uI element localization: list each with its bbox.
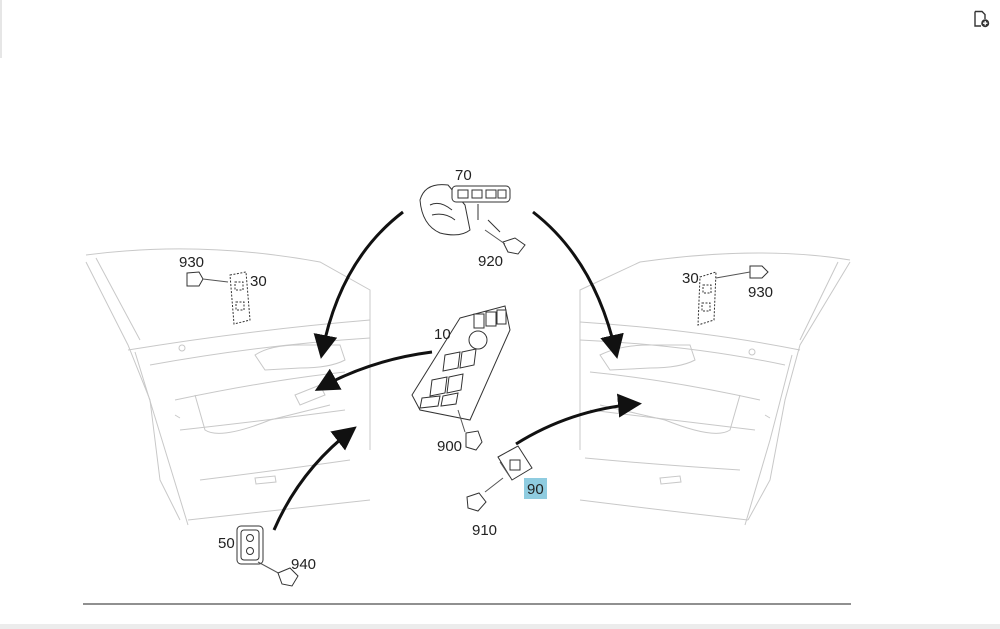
callout-30-left[interactable]: 30 [250, 273, 267, 290]
connector-930-right [715, 265, 769, 279]
arrow-10-to-left-door [314, 350, 433, 391]
part-50-rear-switch[interactable] [236, 525, 283, 576]
callout-930-right[interactable]: 930 [748, 284, 773, 301]
connector-900 [465, 430, 483, 451]
callout-10[interactable]: 10 [434, 326, 451, 343]
callout-50[interactable]: 50 [218, 535, 235, 552]
callout-900[interactable]: 900 [437, 438, 462, 455]
arrow-90-to-right-door [515, 393, 642, 446]
part-70-seat-switch[interactable] [419, 184, 511, 236]
connector-910 [466, 492, 487, 512]
callout-930-left[interactable]: 930 [179, 254, 204, 271]
document-add-icon [974, 10, 990, 28]
connector-920 [484, 229, 526, 255]
callout-90[interactable]: 90 [527, 481, 544, 498]
part-30-right-switch[interactable] [697, 271, 717, 326]
part-90-single-switch[interactable] [484, 445, 533, 493]
installation-arrows [272, 210, 642, 531]
connector-930-left [186, 271, 229, 287]
left-panel-edge [0, 0, 2, 58]
callout-30-right[interactable]: 30 [682, 270, 699, 287]
part-30-left-switch[interactable] [229, 271, 251, 325]
callout-940[interactable]: 940 [291, 556, 316, 573]
callout-910[interactable]: 910 [472, 522, 497, 539]
callout-70[interactable]: 70 [455, 167, 472, 184]
callout-90-highlight [524, 478, 547, 499]
arrow-50-to-left-door [272, 426, 357, 531]
part-10-window-switch-block[interactable] [411, 305, 511, 433]
add-to-list-button[interactable] [968, 6, 994, 32]
connector-940 [277, 567, 299, 587]
arrow-70-to-left-door [313, 210, 404, 359]
arrow-70-to-right-door [532, 210, 624, 359]
callout-920[interactable]: 920 [478, 253, 503, 270]
left-door-illustration [85, 248, 371, 526]
bottom-scroll-area [0, 624, 1000, 629]
